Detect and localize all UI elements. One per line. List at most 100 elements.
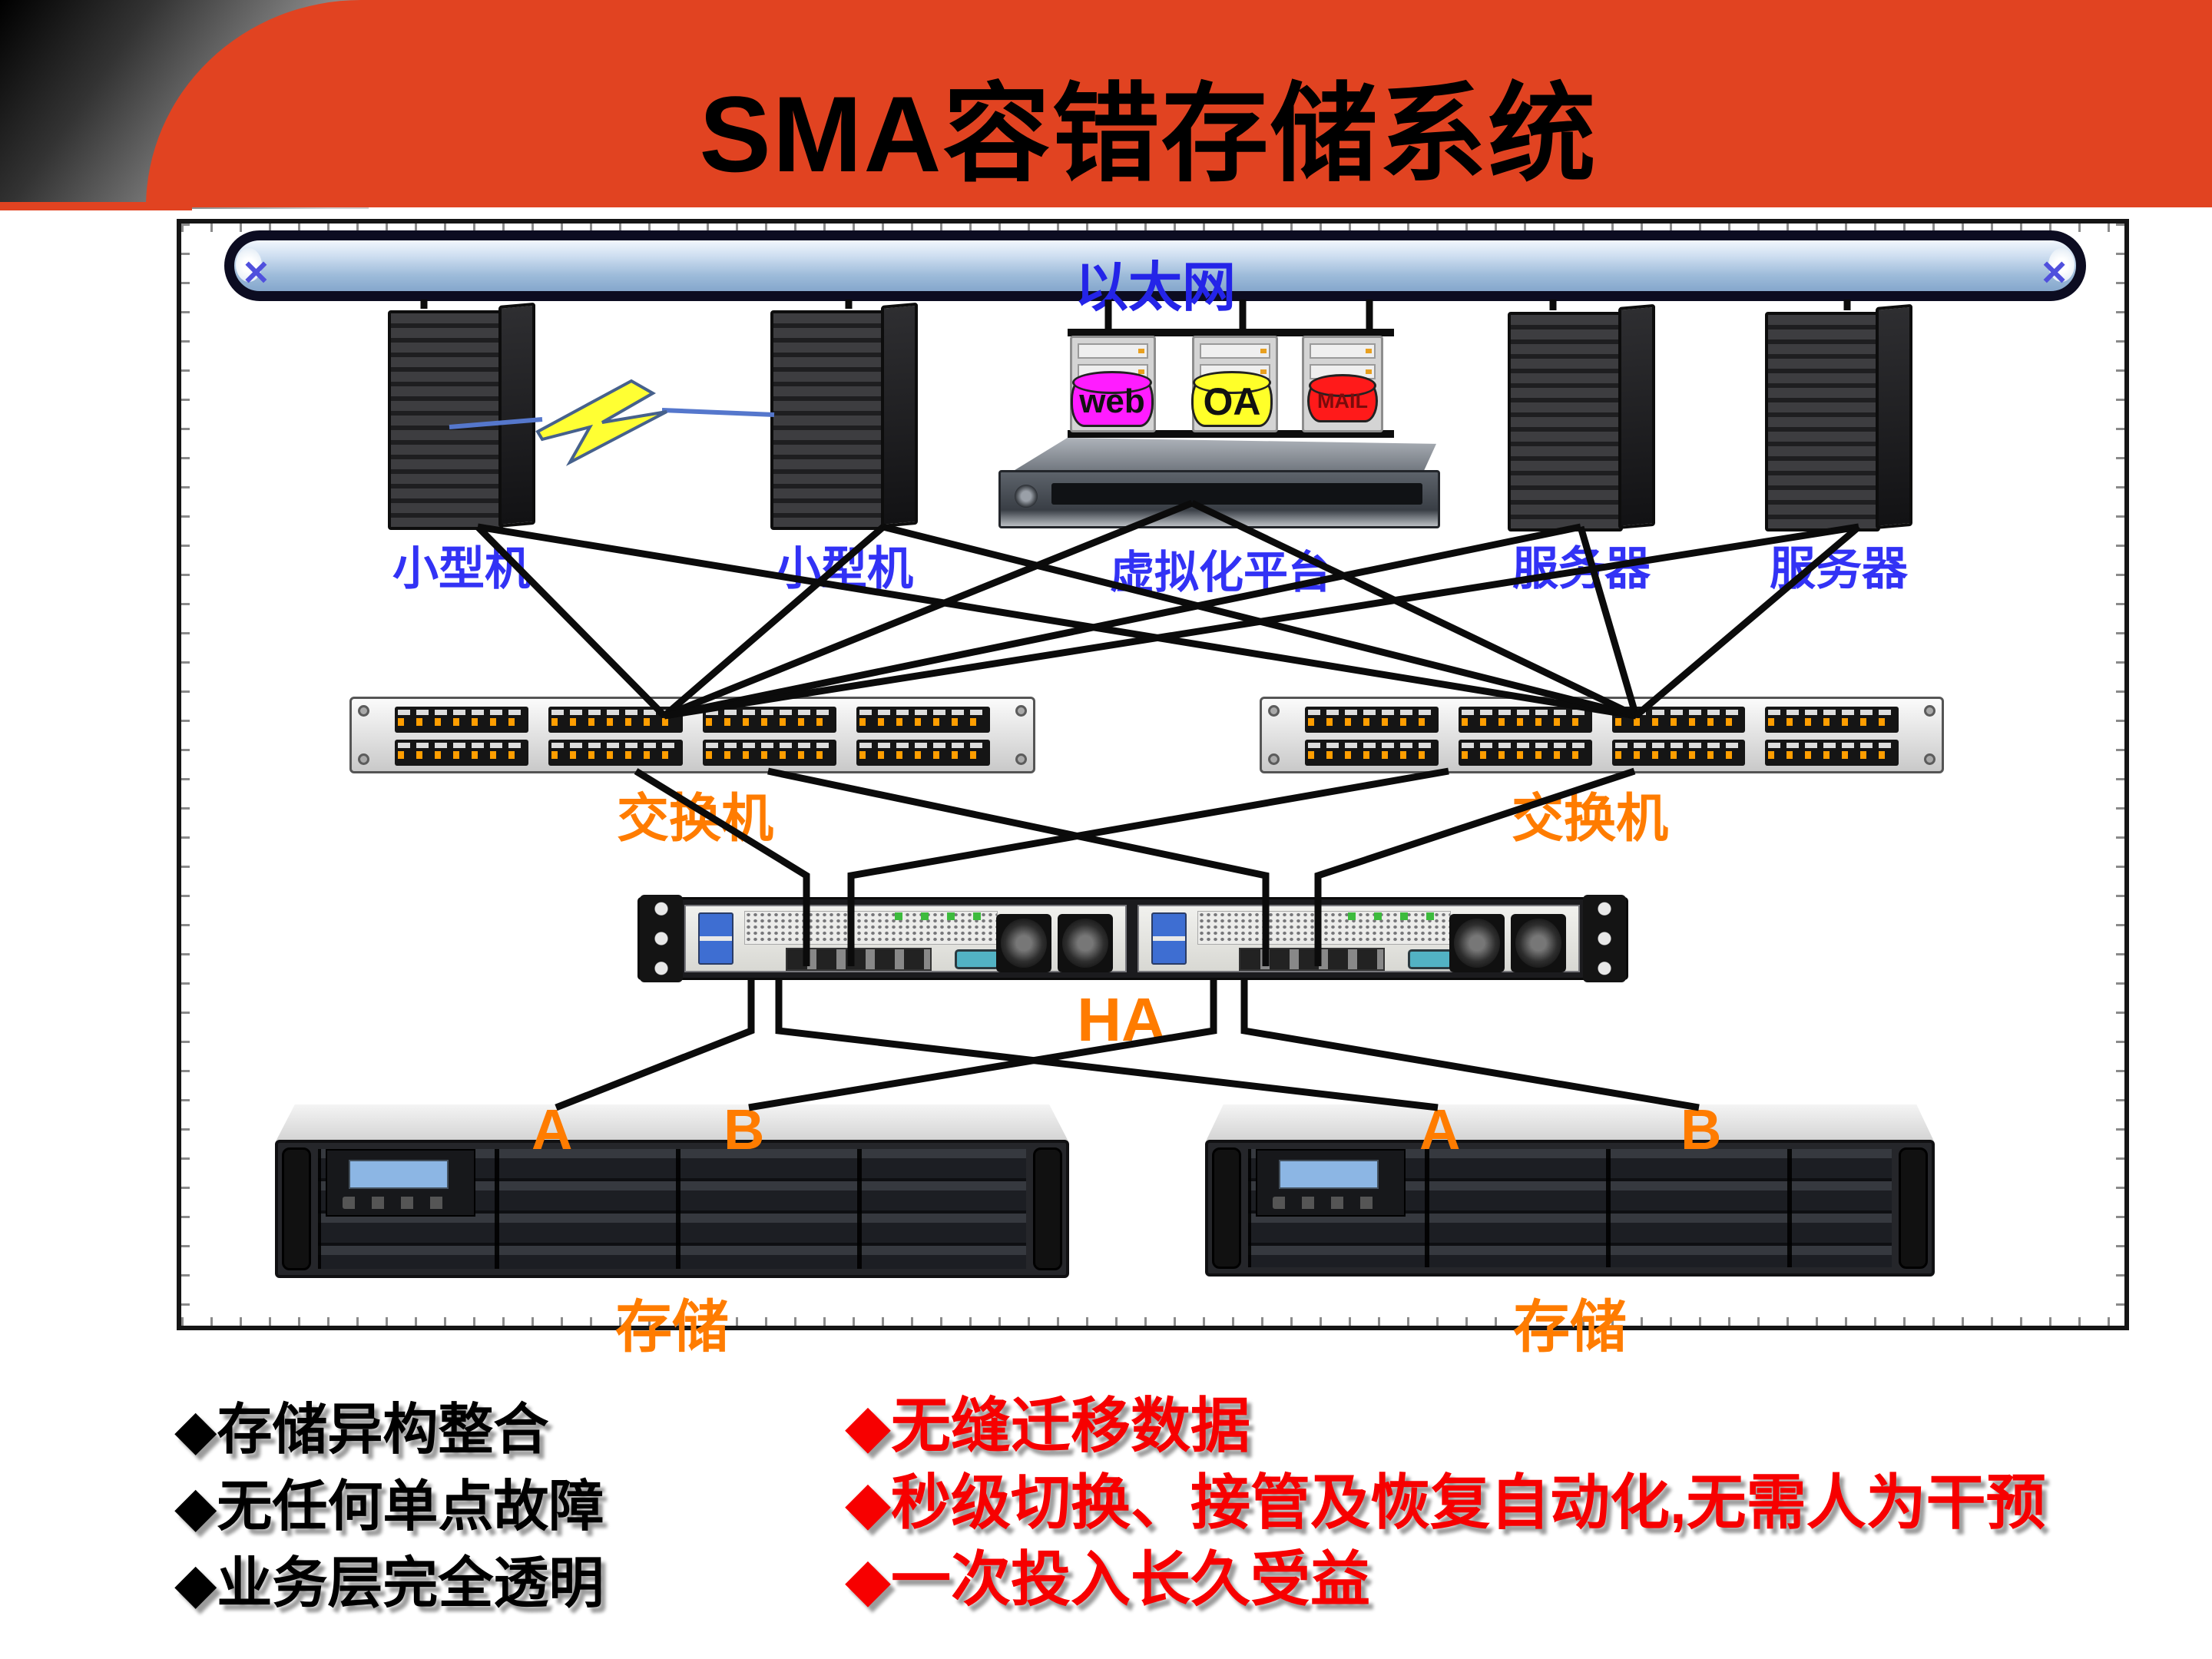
port-group [702, 740, 836, 766]
lcd-screen [1279, 1160, 1379, 1189]
screw [1015, 753, 1027, 765]
pc-bay [1310, 343, 1376, 359]
virt-rack-top [1012, 438, 1436, 472]
fan [1449, 914, 1505, 972]
pc-bay [1200, 343, 1270, 359]
web-database-cylinder: web [1071, 371, 1154, 427]
bus-endcap-right [2048, 248, 2075, 282]
storage-top-face [1205, 1104, 1935, 1143]
screw [1924, 705, 1936, 717]
fan [996, 914, 1051, 972]
port-group [395, 740, 529, 766]
bullet-item: ◆无缝迁移数据 [845, 1392, 1250, 1459]
handle [282, 1147, 311, 1270]
rack-ear-right [1583, 895, 1626, 982]
port-group [702, 707, 836, 733]
frame-ticks-bottom [181, 1317, 2124, 1326]
screw [1924, 753, 1936, 765]
port-group [1305, 707, 1439, 733]
bullet-list-black: ◆存储异构整合 ◆无任何单点故障 ◆业务层完全透明 [174, 1392, 604, 1622]
port-row [1305, 740, 1899, 766]
lightning-bolt-icon [449, 379, 775, 466]
frame-ticks-right [2116, 224, 2124, 1326]
label-storage-1: 存储 [615, 1295, 729, 1359]
port-group [1458, 740, 1592, 766]
label-switch-right: 交换机 [1511, 790, 1668, 848]
server-2 [1765, 303, 1912, 531]
port-row [395, 740, 990, 766]
bullet-item: ◆业务层完全透明 [174, 1553, 604, 1614]
title-banner-strip [0, 202, 192, 210]
storage-array-2 [1205, 1104, 1935, 1277]
minicomputer-1 [388, 302, 535, 530]
mail-database-cylinder: MAIL [1307, 374, 1378, 422]
oa-label: OA [1203, 380, 1261, 423]
handle [1033, 1147, 1062, 1270]
bullet-item: ◆秒级切换、接管及恢复自动化,无需人为干预 [845, 1469, 2046, 1536]
storage-top-face [275, 1104, 1069, 1143]
ethernet-label: 以太网 [1075, 257, 1236, 317]
oa-database-cylinder: OA [1191, 371, 1273, 427]
slide-title: SMA容错存储系统 [699, 74, 1598, 194]
handle [1899, 1147, 1928, 1269]
port-group [856, 740, 990, 766]
vm-bottom-bar [1068, 430, 1394, 438]
screw [1268, 705, 1280, 717]
port-group [395, 707, 529, 733]
label-storage-2: 存储 [1513, 1295, 1627, 1359]
bullet-item: ◆一次投入长久受益 [845, 1545, 1370, 1613]
screw [1015, 705, 1027, 717]
status-leds [895, 912, 987, 920]
bullet-list-red: ◆无缝迁移数据 ◆秒级切换、接管及恢复自动化,无需人为干预 ◆一次投入长久受益 [845, 1387, 2046, 1618]
pc-bay [1078, 343, 1148, 359]
port-row [1305, 707, 1899, 733]
screw [358, 705, 369, 717]
port-group [1611, 740, 1746, 766]
vga-port [1408, 949, 1452, 969]
screw [1268, 753, 1280, 765]
port-group [1765, 740, 1899, 766]
bullet-item: ◆无任何单点故障 [174, 1476, 604, 1538]
ethernet-bus: × × 以太网 [224, 230, 2086, 317]
vent-mesh [744, 911, 998, 945]
lcd-buttons [343, 1197, 458, 1209]
port-group [1765, 707, 1899, 733]
port-group [856, 707, 990, 733]
bus-x-mark-left: × [243, 247, 269, 296]
storage-bezel [1205, 1140, 1935, 1277]
screw [358, 753, 369, 765]
status-leds [1348, 912, 1440, 920]
bullet-item: ◆存储异构整合 [174, 1399, 549, 1461]
web-label: web [1079, 382, 1145, 420]
handle [1212, 1147, 1241, 1269]
lcd-panel [326, 1149, 475, 1217]
minicomputer-2 [770, 302, 918, 530]
io-ports [786, 948, 932, 971]
frame-ticks-left [181, 224, 190, 1326]
rack-ear-left [640, 895, 683, 982]
label-minicomputer-1: 小型机 [392, 543, 531, 594]
lcd-buttons [1273, 1197, 1388, 1209]
mail-label: MAIL [1317, 389, 1368, 412]
ethernet-ports [698, 912, 733, 965]
port-group [1458, 707, 1592, 733]
ethernet-ports [1151, 912, 1187, 965]
title-banner [146, 0, 2212, 207]
storage1-port-a: A [531, 1098, 573, 1161]
lcd-panel [1256, 1149, 1406, 1217]
storage-array-1 [275, 1104, 1069, 1278]
fan [1511, 914, 1566, 972]
frame-ticks-top [181, 224, 2124, 232]
ha-appliance [637, 895, 1628, 982]
vm-top-bar [1068, 329, 1394, 336]
port-group [548, 740, 683, 766]
fan [1058, 914, 1113, 972]
bus-endcap-left [236, 248, 262, 282]
port-group [1305, 740, 1439, 766]
bus-x-mark-right: × [2041, 247, 2067, 296]
storage-bezel [275, 1140, 1069, 1278]
lcd-screen [349, 1160, 449, 1189]
ha-module-1 [684, 905, 1127, 972]
